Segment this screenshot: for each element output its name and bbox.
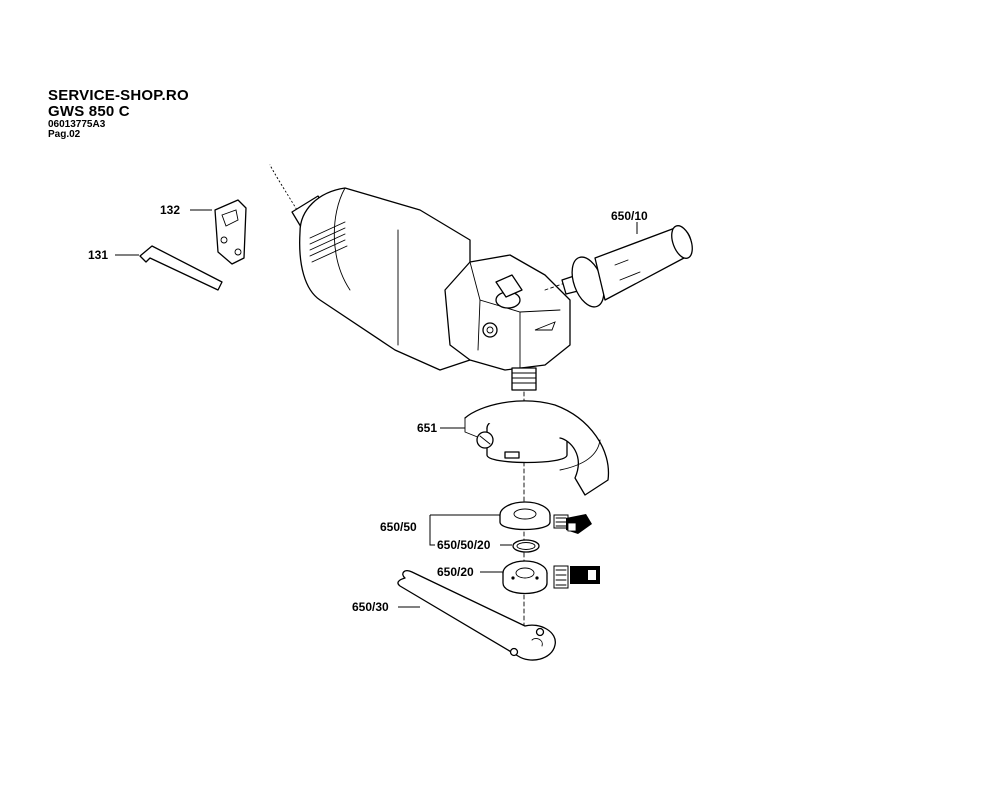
part-650-30-two-pin-spanner — [397, 570, 556, 661]
leader-bracket-650-50 — [429, 526, 435, 546]
label-650-20: 650/20 — [437, 565, 474, 579]
label-650-30: 650/30 — [352, 600, 389, 614]
mounting-direction-icon — [553, 565, 600, 589]
part-650-50-20-o-ring — [512, 539, 540, 553]
label-650-50: 650/50 — [380, 520, 417, 534]
label-651: 651 — [417, 421, 437, 435]
part-650-10-auxiliary-handle — [544, 225, 693, 308]
label-650-50-20: 650/50/20 — [437, 538, 491, 552]
drawing-header: SERVICE-SHOP.RO GWS 850 C 06013775A3 Pag… — [48, 88, 189, 141]
label-132: 132 — [160, 203, 180, 217]
shop-title: SERVICE-SHOP.RO — [48, 87, 189, 104]
page-number: Pag.02 — [48, 129, 81, 140]
part-650-20-clamping-nut — [502, 560, 548, 595]
part-651-protection-guard — [464, 400, 610, 496]
part-132-clamp-plate — [214, 199, 247, 265]
label-650-10: 650/10 — [611, 209, 648, 223]
model-title: GWS 850 C — [48, 102, 130, 120]
article-number: 06013775A3 — [48, 118, 106, 130]
label-131: 131 — [88, 248, 108, 262]
mounting-direction-icon — [553, 514, 592, 534]
angle-grinder-body — [267, 163, 571, 391]
part-131-hex-key — [139, 245, 223, 291]
part-650-50-mounting-flange — [499, 501, 551, 531]
